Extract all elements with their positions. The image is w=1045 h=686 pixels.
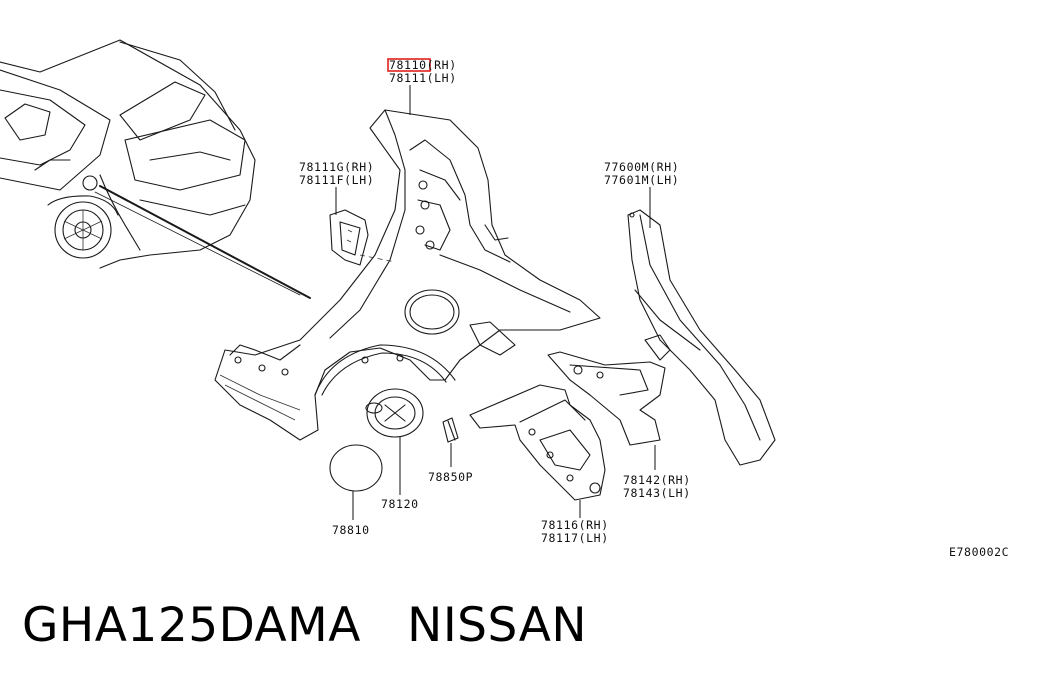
highlight-box [387,58,431,72]
bracket-part [329,209,369,266]
part-label-77601m-lh[interactable]: 77601M(LH) [604,173,679,187]
part-label-78143-lh[interactable]: 78143(LH) [623,486,691,500]
part-label-78142-rh[interactable]: 78142(RH) [623,473,691,487]
part-label-78117-lh[interactable]: 78117(LH) [541,531,609,545]
part-label-78850p[interactable]: 78850P [428,470,473,484]
clip-part [442,417,459,467]
parts-diagram: 78110(RH) 78111(LH) 78111G(RH) 78111F(LH… [0,39,1009,559]
wheelhouse-inner-panel [469,384,606,518]
part-label-78110-rh[interactable]: 78110(RH) [389,58,457,72]
rear-extension-part [547,334,671,470]
diagram-code: E780002C [949,545,1009,559]
part-label-78111g-rh[interactable]: 78111G(RH) [299,160,374,174]
caption-text: GHA125DAMA NISSAN [22,598,588,653]
part-label-78810[interactable]: 78810 [332,523,370,537]
rear-fender-panel [214,109,601,441]
part-label-78120[interactable]: 78120 [381,497,419,511]
fuel-filler-base [365,388,424,495]
part-label-78111-lh[interactable]: 78111(LH) [389,71,457,85]
part-label-78116-rh[interactable]: 78116(RH) [541,518,609,532]
part-label-77600m-rh[interactable]: 77600M(RH) [604,160,679,174]
rear-pillar-panel [627,187,776,466]
part-label-78111f-lh[interactable]: 78111F(LH) [299,173,374,187]
fuel-lid [329,444,383,520]
car-overview-illustration [0,39,311,299]
